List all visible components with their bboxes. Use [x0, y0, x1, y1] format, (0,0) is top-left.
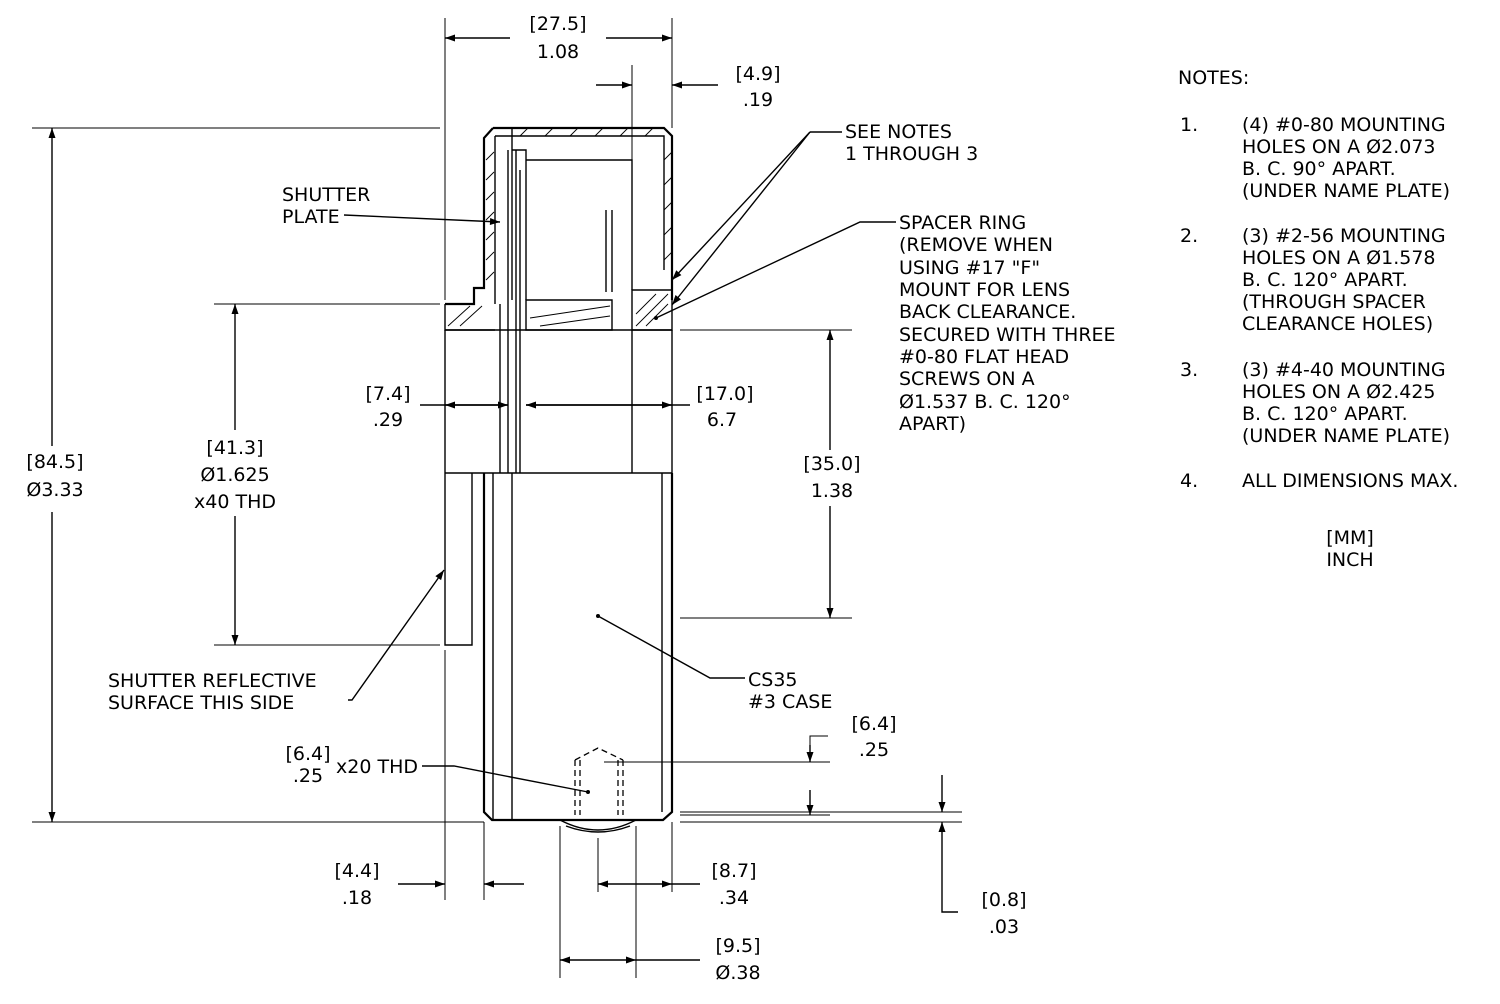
spacer-ring-label-2: (REMOVE WHEN [899, 234, 1053, 256]
dim-hole-position-inch: .34 [719, 887, 749, 909]
dim-boss-height-inch: .03 [989, 916, 1019, 938]
shutter-body [444, 126, 674, 833]
spacer-ring-label-9: Ø1.537 B. C. 120° [899, 391, 1071, 413]
dimension-texts: [27.5] 1.08 [4.9] .19 [84.5] Ø3.33 [41.3… [26, 13, 1026, 984]
spacer-ring-label-1: SPACER RING [899, 212, 1026, 234]
note-3-number: 3. [1180, 359, 1198, 381]
dim-boss-dia-inch: Ø.38 [715, 962, 760, 984]
shutter-plate-label-1: SHUTTER [282, 184, 370, 206]
case-label-1: CS35 [748, 669, 798, 691]
spacer-ring-label-5: BACK CLEARANCE. [899, 301, 1076, 323]
units-legend-inch: INCH [1326, 549, 1373, 571]
note-2-number: 2. [1180, 225, 1198, 247]
units-legend-mm: [MM] [1326, 527, 1374, 549]
dim-case-height-inch: 1.38 [811, 480, 853, 502]
note-3-line-1: (3) #4-40 MOUNTING [1242, 359, 1446, 381]
shutter-plate-label-2: PLATE [282, 206, 340, 228]
dim-left-offset-inch: .29 [373, 409, 403, 431]
note-1-line-3: B. C. 90° APART. [1242, 158, 1396, 180]
see-notes-label-1: SEE NOTES [845, 121, 952, 143]
dim-overall-height-inch: Ø3.33 [26, 479, 83, 501]
leader-lines [343, 131, 896, 794]
top-hatching [485, 127, 673, 281]
dim-spacer-depth-inch: .19 [743, 89, 773, 111]
spacer-ring-label-4: MOUNT FOR LENS [899, 279, 1070, 301]
dim-hole-position-mm: [8.7] [711, 860, 756, 882]
notes-block: NOTES: 1. (4) #0-80 MOUNTING HOLES ON A … [1178, 67, 1458, 571]
note-2-line-2: HOLES ON A Ø1.578 [1242, 247, 1436, 269]
note-4-line-1: ALL DIMENSIONS MAX. [1242, 470, 1458, 492]
dim-boss-dia-mm: [9.5] [715, 935, 760, 957]
dim-hole-depth-mm: [6.4] [851, 713, 896, 735]
notes-heading: NOTES: [1178, 67, 1249, 89]
callout-labels: SHUTTER PLATE SEE NOTES 1 THROUGH 3 SPAC… [108, 121, 1116, 714]
dim-overall-height-mm: [84.5] [26, 451, 83, 473]
dim-shutter-offset-inch: .18 [342, 887, 372, 909]
dim-left-offset-mm: [7.4] [365, 383, 410, 405]
shutter-reflective-label-1: SHUTTER REFLECTIVE [108, 670, 317, 692]
note-1-line-2: HOLES ON A Ø2.073 [1242, 136, 1436, 158]
note-3-line-2: HOLES ON A Ø2.425 [1242, 381, 1436, 403]
dim-inner-depth-mm: [17.0] [696, 383, 753, 405]
note-2-line-5: CLEARANCE HOLES) [1242, 313, 1433, 335]
dim-thread-dia-inch: Ø1.625 [200, 464, 269, 486]
dim-spacer-depth-mm: [4.9] [735, 63, 780, 85]
spacer-ring-label-10: APART) [899, 413, 966, 435]
dim-top-width-mm: [27.5] [529, 13, 586, 35]
note-1-line-1: (4) #0-80 MOUNTING [1242, 114, 1446, 136]
dimension-lines [32, 18, 962, 978]
note-3-line-4: (UNDER NAME PLATE) [1242, 425, 1450, 447]
dim-top-width-inch: 1.08 [537, 41, 579, 63]
note-3-line-3: B. C. 120° APART. [1242, 403, 1408, 425]
dim-tap-thread-mm: [6.4] [285, 743, 330, 765]
spacer-ring-label-8: SCREWS ON A [899, 368, 1035, 390]
note-2-line-4: (THROUGH SPACER [1242, 291, 1426, 313]
note-1-line-4: (UNDER NAME PLATE) [1242, 180, 1450, 202]
case-label-2: #3 CASE [748, 691, 832, 713]
dim-inner-depth-inch: 6.7 [707, 409, 737, 431]
dim-thread-dia-thread: x40 THD [194, 491, 276, 513]
see-notes-label-2: 1 THROUGH 3 [845, 143, 978, 165]
dim-thread-dia-mm: [41.3] [206, 437, 263, 459]
dim-tap-thread-inch: .25 [293, 765, 323, 787]
dim-hole-depth-inch: .25 [859, 739, 889, 761]
spacer-ring-label-7: #0-80 FLAT HEAD [899, 346, 1069, 368]
spacer-ring-label-3: USING #17 "F" [899, 257, 1040, 279]
note-2-line-1: (3) #2-56 MOUNTING [1242, 225, 1446, 247]
dim-case-height-mm: [35.0] [803, 453, 860, 475]
note-2-line-3: B. C. 120° APART. [1242, 269, 1408, 291]
spacer-ring-label-6: SECURED WITH THREE [899, 324, 1116, 346]
dim-boss-height-mm: [0.8] [981, 889, 1026, 911]
note-4-number: 4. [1180, 470, 1198, 492]
dim-shutter-offset-mm: [4.4] [334, 860, 379, 882]
dim-tap-thread-label: x20 THD [336, 756, 418, 778]
note-1-number: 1. [1180, 114, 1198, 136]
shutter-reflective-label-2: SURFACE THIS SIDE [108, 692, 294, 714]
